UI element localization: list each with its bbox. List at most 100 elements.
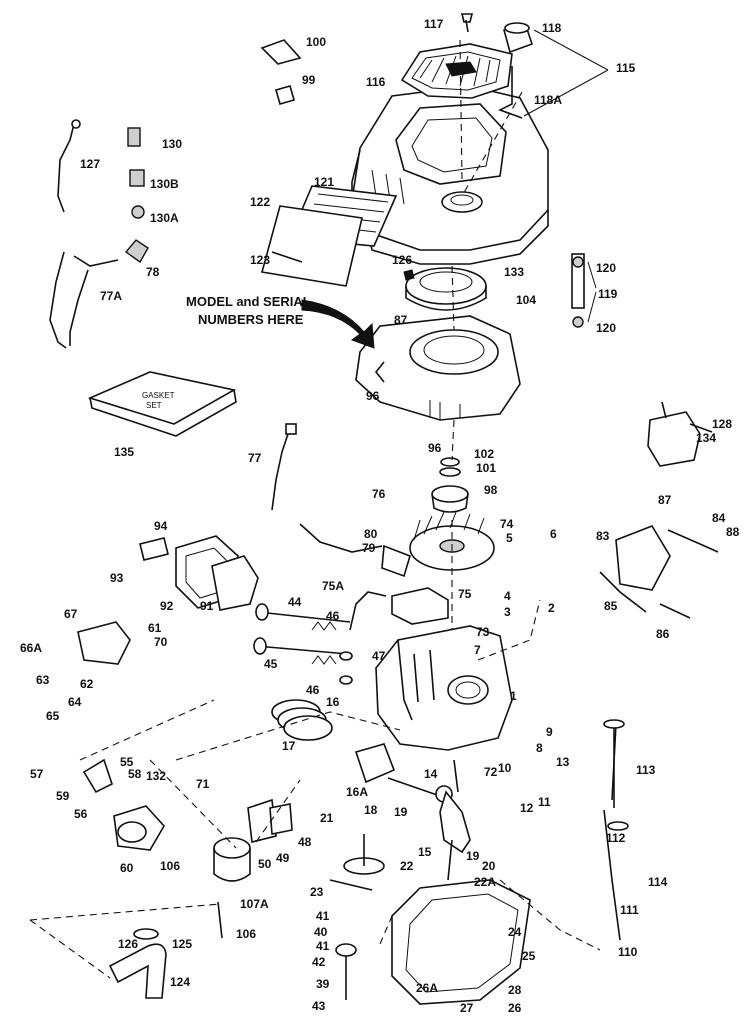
part-label-16a: 16A <box>346 785 368 799</box>
part-label-42: 42 <box>312 955 326 969</box>
part-label-123: 123 <box>250 253 270 267</box>
small-parts-top-left <box>49 39 302 349</box>
part-label-76: 76 <box>372 487 386 501</box>
part-label-102: 102 <box>474 447 494 461</box>
part-label-57: 57 <box>30 767 44 781</box>
part-label-63: 63 <box>36 673 50 687</box>
part-label-20: 20 <box>482 859 496 873</box>
part-label-106-lower: 106 <box>236 927 256 941</box>
model-serial-note-line1: MODEL and SERIAL <box>186 294 311 309</box>
part-label-113: 113 <box>636 763 656 777</box>
part-label-18: 18 <box>364 803 378 817</box>
part-label-83: 83 <box>596 529 610 543</box>
part-label-12: 12 <box>520 801 534 815</box>
part-label-92: 92 <box>160 599 174 613</box>
part-label-16: 16 <box>326 695 340 709</box>
flywheel-screen <box>403 267 487 311</box>
part-label-7: 7 <box>474 643 481 657</box>
gasket-box-text-1: GASKET <box>142 391 175 400</box>
air-filter-assembly <box>260 185 398 287</box>
muffler <box>213 837 251 939</box>
part-label-117: 117 <box>424 17 444 31</box>
part-label-56: 56 <box>74 807 88 821</box>
part-label-60: 60 <box>120 861 134 875</box>
part-label-135: 135 <box>114 445 134 459</box>
part-label-121: 121 <box>314 175 334 189</box>
part-label-100: 100 <box>306 35 326 49</box>
part-label-11: 11 <box>538 795 551 809</box>
part-label-111: 111 <box>620 903 639 917</box>
part-label-67: 67 <box>64 607 78 621</box>
part-label-4: 4 <box>504 589 511 603</box>
part-label-84: 84 <box>712 511 726 525</box>
part-label-2: 2 <box>548 601 555 615</box>
part-label-133: 133 <box>504 265 524 279</box>
part-label-22: 22 <box>400 859 414 873</box>
part-label-43: 43 <box>312 999 326 1013</box>
rewind-starter <box>400 43 513 99</box>
part-label-9: 9 <box>546 725 553 739</box>
part-label-78: 78 <box>146 265 160 279</box>
ignition-module <box>299 523 449 631</box>
part-label-41-lower: 41 <box>316 939 330 953</box>
part-label-48: 48 <box>298 835 312 849</box>
part-label-127: 127 <box>80 157 100 171</box>
part-label-125: 125 <box>172 937 192 951</box>
exhaust-elbow <box>108 928 167 999</box>
part-label-61: 61 <box>148 621 162 635</box>
part-label-47: 47 <box>372 649 386 663</box>
part-label-130b: 130B <box>150 177 179 191</box>
part-label-27: 27 <box>460 1001 474 1015</box>
part-label-91: 91 <box>200 599 214 613</box>
part-label-62: 62 <box>80 677 94 691</box>
part-label-70: 70 <box>154 635 168 649</box>
part-label-88: 88 <box>726 525 740 539</box>
part-label-73: 73 <box>476 625 490 639</box>
part-label-130: 130 <box>162 137 182 151</box>
part-label-107a: 107A <box>240 897 269 911</box>
part-label-96-lower: 96 <box>428 441 442 455</box>
part-label-96-upper: 96 <box>366 389 380 403</box>
part-label-58: 58 <box>128 767 142 781</box>
part-label-120-upper: 120 <box>596 261 616 275</box>
breather <box>247 798 293 843</box>
part-label-77: 77 <box>248 451 262 465</box>
spacers <box>571 253 585 328</box>
part-label-114: 114 <box>648 875 668 889</box>
part-label-25: 25 <box>522 949 536 963</box>
ignition-wire <box>271 423 297 511</box>
gasket-box-text-2: SET <box>146 401 162 410</box>
part-label-122: 122 <box>250 195 270 209</box>
part-label-23: 23 <box>310 885 324 899</box>
part-label-75: 75 <box>458 587 472 601</box>
blower-housing-cover <box>351 85 549 265</box>
part-label-8: 8 <box>536 741 543 755</box>
part-label-64: 64 <box>68 695 82 709</box>
part-label-3: 3 <box>504 605 511 619</box>
part-label-116: 116 <box>366 75 386 89</box>
part-label-126-lower: 126 <box>118 937 138 951</box>
part-label-99: 99 <box>302 73 316 87</box>
part-label-87-right: 87 <box>658 493 672 507</box>
part-label-98: 98 <box>484 483 498 497</box>
part-number-labels: 117 118 100 115 99 116 118A 130 127 130B… <box>20 17 740 1015</box>
part-label-120-lower: 120 <box>596 321 616 335</box>
part-label-22a: 22A <box>474 875 496 889</box>
part-label-132: 132 <box>146 769 166 783</box>
part-label-77a: 77A <box>100 289 122 303</box>
part-label-26a: 26A <box>416 981 438 995</box>
part-label-74: 74 <box>500 517 514 531</box>
part-label-112: 112 <box>606 831 626 845</box>
part-label-80: 80 <box>364 527 378 541</box>
starter-handle <box>460 13 534 119</box>
part-label-46-lower: 46 <box>306 683 320 697</box>
part-label-94: 94 <box>154 519 168 533</box>
valves-and-springs <box>253 603 353 685</box>
part-label-13: 13 <box>556 755 570 769</box>
part-label-26: 26 <box>508 1001 522 1015</box>
piston-and-rod <box>354 743 453 803</box>
part-label-19-upper: 19 <box>394 805 408 819</box>
part-label-44: 44 <box>288 595 302 609</box>
blower-housing <box>355 315 521 421</box>
